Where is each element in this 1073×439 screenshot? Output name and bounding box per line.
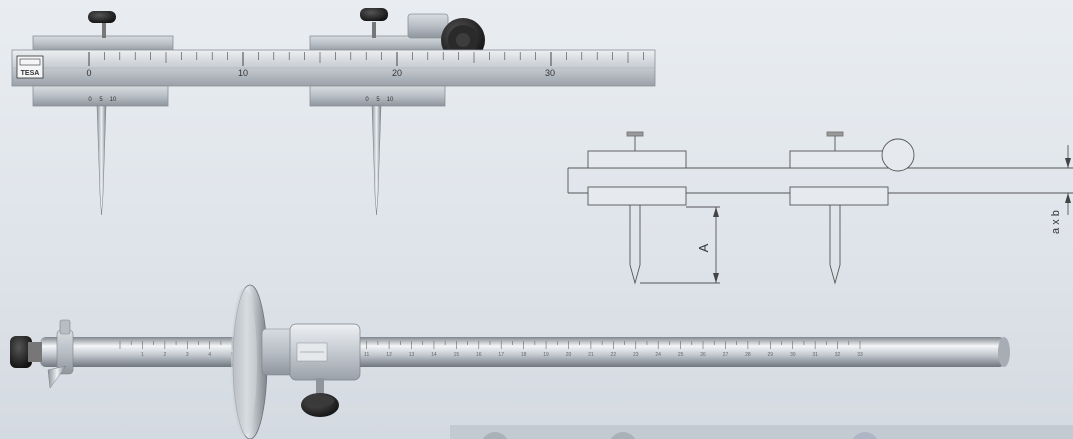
left-head-block (32, 35, 174, 53)
rod-scale-label: 16 (476, 352, 482, 358)
rod-scale-label: 24 (655, 352, 661, 358)
dimension-label-axb: a x b (1050, 210, 1062, 234)
disc-collar (261, 328, 295, 376)
left-vernier-0: 0 (88, 97, 92, 103)
sliding-head[interactable] (289, 323, 361, 381)
right-vernier-plate: 0 5 10 (309, 85, 446, 107)
rod-scale-label: 26 (700, 352, 706, 358)
rod-scale-label: 27 (723, 352, 729, 358)
rod-scale-label: 3 (186, 352, 189, 358)
rod-scale-label: 14 (431, 352, 437, 358)
rod-scale-label: 17 (498, 352, 504, 358)
left-vernier-5: 5 (99, 97, 103, 103)
rod-scale-label: 31 (812, 352, 818, 358)
brand-label: TESA (21, 70, 40, 77)
scale-label-20: 20 (392, 68, 402, 78)
rod-scale-label: 15 (454, 352, 460, 358)
point-holder[interactable] (47, 319, 74, 389)
left-clamp-knob[interactable] (88, 11, 116, 38)
rod-scale-label: 4 (208, 352, 211, 358)
left-scriber-point (96, 105, 107, 216)
rod-scale-label: 22 (611, 352, 617, 358)
accessory-panel (450, 425, 1073, 439)
rod-scale-label: 20 (566, 352, 572, 358)
rod-scale-label: 11 (364, 352, 369, 358)
rod-scale-label: 23 (633, 352, 639, 358)
rod-scale-label: 21 (588, 352, 594, 358)
head-clamp-knob[interactable] (301, 378, 339, 417)
rod-scale-label: 32 (835, 352, 841, 358)
scale-label-0: 0 (86, 68, 91, 78)
rod-end-knob[interactable] (10, 336, 42, 368)
rod-scale-label: 2 (163, 352, 166, 358)
scale-label-10: 10 (238, 68, 248, 78)
rod-scale-label: 12 (386, 352, 392, 358)
left-vernier-plate: 0 5 10 (32, 85, 169, 107)
right-vernier-10: 10 (387, 97, 394, 103)
scale-label-30: 30 (545, 68, 555, 78)
rod-scale-label: 33 (857, 352, 863, 358)
right-vernier-5: 5 (376, 97, 380, 103)
beam-compass-instrument: 1234567891011121314151617181920212223242… (10, 284, 1010, 439)
rod-scale-label: 30 (790, 352, 796, 358)
rod-scale-label: 1 (141, 352, 144, 358)
trammel-instrument: TESA 0 10 20 30 0 5 10 0 5 10 (11, 8, 656, 216)
rod-scale-label: 25 (678, 352, 684, 358)
right-clamp-knob[interactable] (360, 8, 388, 38)
dimension-label-a: A (696, 243, 711, 252)
trammel-scale-ticks (88, 52, 644, 66)
left-vernier-10: 10 (110, 97, 117, 103)
schematic-diagram (567, 131, 1073, 285)
rod-scale-label: 13 (409, 352, 415, 358)
rod-scale-label: 28 (745, 352, 751, 358)
measuring-disc[interactable] (231, 284, 268, 439)
right-vernier-0: 0 (365, 97, 369, 103)
tesa-logo: TESA (16, 55, 44, 79)
right-scriber-point (371, 105, 382, 216)
rod-scale-label: 29 (768, 352, 774, 358)
rod-scale-label: 19 (543, 352, 549, 358)
rod-scale-label: 18 (521, 352, 527, 358)
